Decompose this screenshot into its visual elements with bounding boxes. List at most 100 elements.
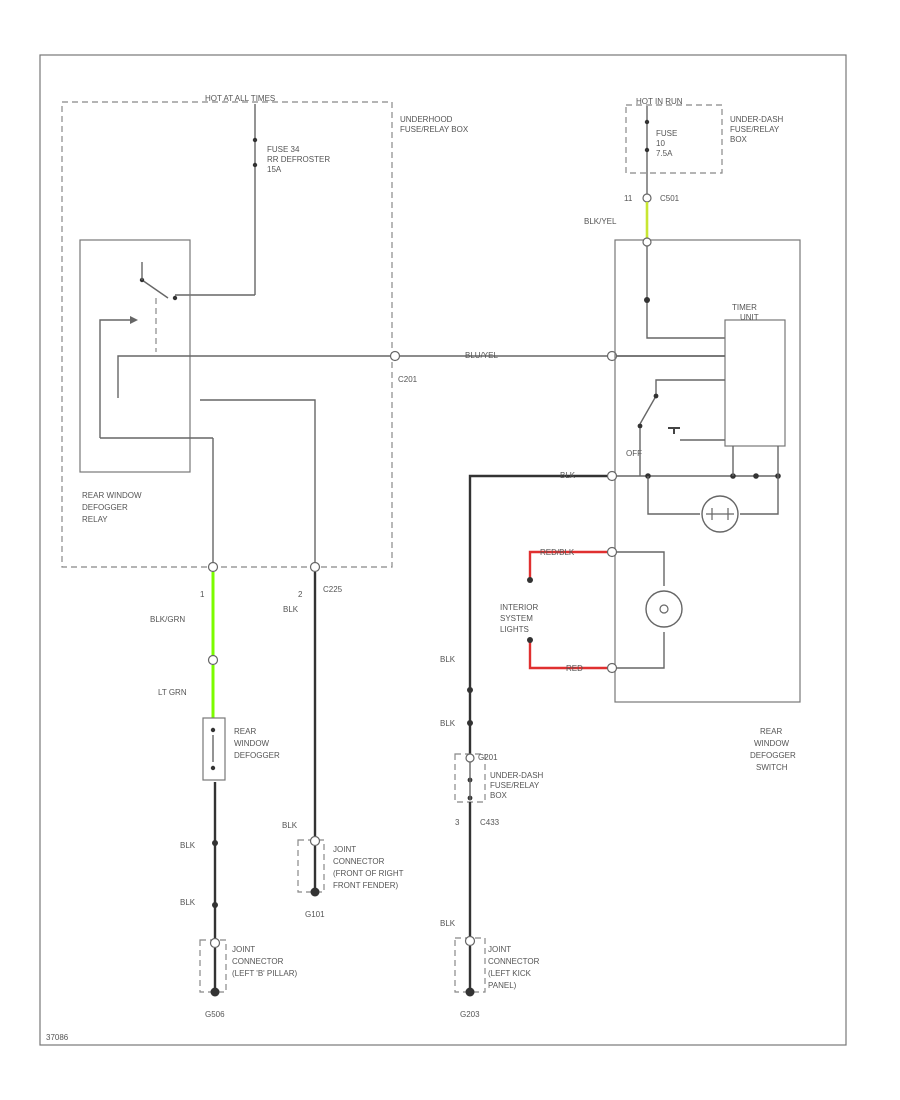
pin1-connector [207,561,219,573]
g201-connector [465,753,475,763]
g203-ground [465,987,475,997]
relay-inner-loop [117,355,185,398]
joint-right-label: JOINT CONNECTOR (LEFT KICK PANEL) [488,945,542,990]
blk-a-label: BLK [283,605,299,614]
joint-mid-connector [309,835,321,847]
fuse10-terminal-top [644,119,650,125]
timer-unit [724,319,786,447]
defogger-terminal-bottom [210,765,216,771]
blk-yel-label: BLK/YEL [584,217,617,226]
relay-coil-arrow [130,316,138,324]
switch-on-contact [668,427,680,434]
fuse10-terminal-bottom [644,147,650,153]
fuse34-terminal-top [252,137,258,143]
underdash-fuse-box-top [625,104,723,174]
joint-left-connector [209,937,221,949]
rear-window-defogger-switch[interactable] [614,239,801,703]
blk-c-label: BLK [180,898,196,907]
relay-switch-arm [141,279,169,299]
pin2-connector [309,561,321,573]
relay-coil-wire [99,319,130,438]
indicator-lamp-symbol [706,508,734,520]
bus-dot-3 [753,473,759,479]
green-wire-junction [207,654,219,666]
g506-ground [210,987,220,997]
joint-right-connector [464,935,476,947]
underhood-box-label: UNDERHOOD FUSE/RELAY BOX [400,115,469,134]
right-ground-dot-2 [467,720,473,726]
c225-label: C225 [323,585,343,594]
rear-window-defogger [202,717,226,781]
switch-pivot [653,393,659,399]
g101-label: G101 [305,910,325,919]
blk-e-label: BLK [560,471,576,480]
g506-label: G506 [205,1010,225,1019]
red-blk-connector [606,546,618,558]
interior-light-lamp [645,590,683,628]
blk-b-label: BLK [180,841,196,850]
g201-label: G201 [478,753,498,762]
switch-arm [639,395,657,425]
switch-power-wire [646,246,725,339]
relay-output-wire [200,399,316,565]
interior-light-filament [659,604,669,614]
switch-ground-connector [606,470,618,482]
fuse10-label: FUSE 10 7.5A [656,129,680,158]
c201-label: C201 [398,375,418,384]
timer-unit-label: TIMER UNIT [732,303,759,322]
defogger-label: REAR WINDOW DEFOGGER [234,727,280,760]
off-label: OFF [626,449,642,458]
blk-g-label: BLK [440,719,456,728]
hot-in-run-label: HOT IN RUN [636,97,683,106]
blk-d-label: BLK [282,821,298,830]
interior-lights-label: INTERIOR SYSTEM LIGHTS [500,603,540,634]
pin1-label: 1 [200,590,205,599]
blu-yel-label: BLU/YEL [465,351,498,360]
c201-connector [389,350,401,362]
red-connector [606,662,618,674]
underdash-box-top-label: UNDER-DASH FUSE/RELAY BOX [730,115,786,144]
g101-ground [310,887,320,897]
switch-label: REAR WINDOW DEFOGGER SWITCH [750,727,798,772]
switch-contact-wire [655,379,725,396]
underdash-box-bottom-label: UNDER-DASH FUSE/RELAY BOX [490,771,546,800]
red-wire [528,640,607,670]
joint-mid-box [297,839,325,893]
interior-light-wire [616,551,665,669]
c501-connector [642,193,652,203]
relay-label: REAR WINDOW DEFOGGER RELAY [82,491,144,524]
fuse34-label: FUSE 34 RR DEFROSTER 15A [267,145,332,174]
hot-at-all-times-label: HOT AT ALL TIMES [205,94,275,103]
figure-id: 37086 [46,1033,69,1042]
ground-dot-1 [212,840,218,846]
pin11-label: 11 [624,194,633,203]
lt-grn-label: LT GRN [158,688,187,697]
red-blk-label: RED/BLK [540,548,575,557]
outer-frame [39,54,847,1046]
switch-ground-wire [468,474,607,690]
ground-dot-2 [212,902,218,908]
underhood-fuse-relay-box [61,101,393,568]
switch-off-contact [637,423,643,429]
relay-switch-contact [172,295,178,301]
blk-f-label: BLK [440,655,456,664]
blk-grn-label: BLK/GRN [150,615,185,624]
red-blk-wire-end [527,577,533,583]
joint-mid-label: JOINT CONNECTOR (FRONT OF RIGHT FRONT FE… [333,845,406,890]
red-wire-end [527,637,533,643]
joint-left-label: JOINT CONNECTOR (LEFT 'B' PILLAR) [232,945,297,978]
pin2-label: 2 [298,590,303,599]
blk-h-label: BLK [440,919,456,928]
pin3-label: 3 [455,818,460,827]
defogger-terminal-top [210,727,216,733]
red-blk-wire [528,550,607,580]
switch-power-dot [644,297,650,303]
c501-label: C501 [660,194,680,203]
fuse34-terminal-bottom [252,162,258,168]
indicator-loop-wire [647,476,779,515]
g203-label: G203 [460,1010,480,1019]
c433-label: C433 [480,818,500,827]
red-label: RED [566,664,583,673]
joint-left-box [199,939,227,993]
